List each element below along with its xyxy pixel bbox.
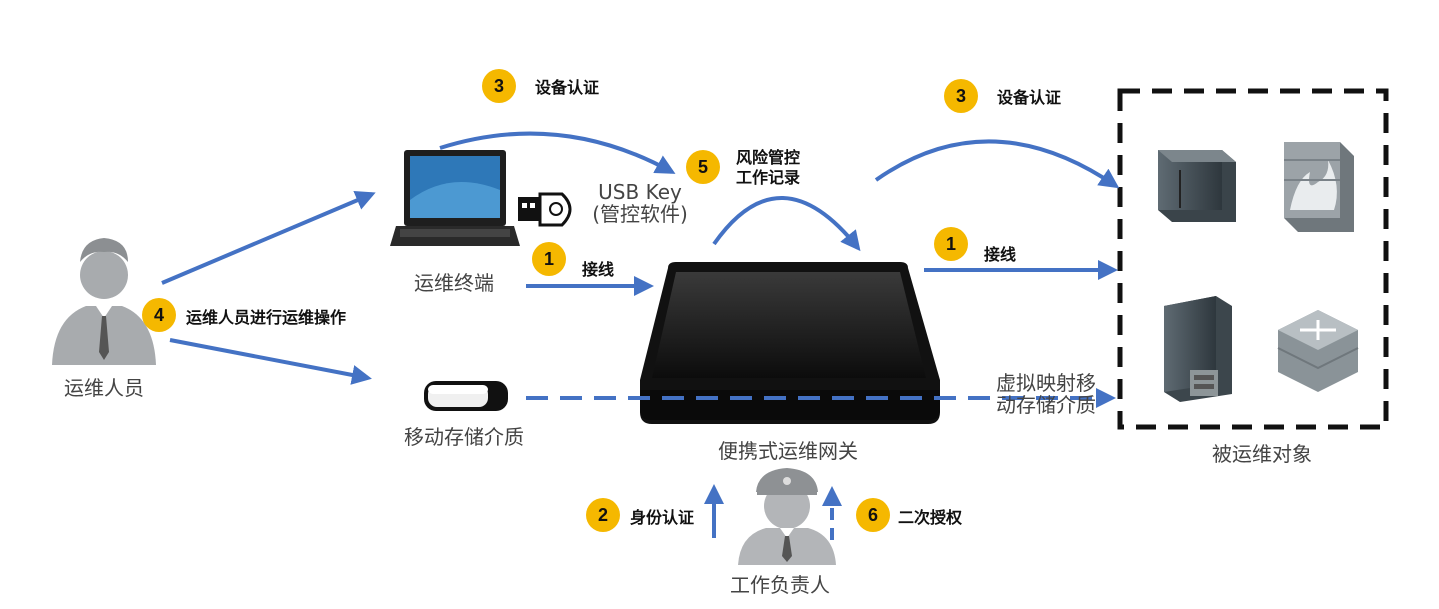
usb-stick-icon	[424, 381, 508, 411]
tower-server-icon	[1164, 296, 1232, 402]
step-badge: 4	[142, 298, 176, 332]
targets-frame	[1117, 88, 1389, 430]
step-label: 设备认证	[997, 88, 1062, 107]
usb-key-icon	[518, 192, 572, 227]
step-label: 风险管控 工作记录	[736, 148, 800, 188]
step-label-line2: 工作记录	[736, 168, 801, 187]
removable-media-label: 移动存储介质	[404, 425, 524, 449]
step-badge: 6	[856, 498, 890, 532]
responsible-label: 工作负责人	[730, 573, 830, 597]
step-badge: 1	[934, 227, 968, 261]
step-label: 接线	[582, 260, 615, 279]
step-badge: 5	[686, 150, 720, 184]
server-icon	[1158, 150, 1236, 222]
gateway-device-icon	[640, 262, 940, 424]
laptop-icon	[390, 150, 520, 246]
step-label-line1: 风险管控	[736, 148, 801, 167]
step-label: 运维人员进行运维操作	[186, 308, 347, 327]
usb-key-label: USB Key (管控软件)	[590, 181, 690, 225]
usb-key-label-line1: USB Key	[598, 180, 682, 204]
step-label: 身份认证	[630, 508, 695, 527]
step-badge: 1	[532, 242, 566, 276]
person-icon	[52, 238, 156, 365]
targets-label: 被运维对象	[1212, 442, 1312, 466]
arrow-risk-control	[712, 196, 861, 252]
arrows	[161, 131, 1120, 540]
arrow-operator-to-terminal	[161, 191, 376, 285]
step-label: 二次授权	[898, 508, 963, 527]
step-badge: 3	[482, 69, 516, 103]
terminal-label: 运维终端	[414, 271, 494, 295]
virtual-map-label: 虚拟映射移 动存储介质	[996, 372, 1096, 416]
usb-key-label-line2: (管控软件)	[592, 202, 688, 226]
guard-person-icon	[738, 468, 836, 565]
virtual-map-label-line1: 虚拟映射移	[996, 371, 1096, 395]
arrow-operator-to-media	[169, 338, 372, 385]
arrow-gateway-auth	[874, 139, 1120, 189]
virtual-map-label-line2: 动存储介质	[996, 393, 1096, 417]
step-label: 接线	[984, 245, 1017, 264]
step-badge: 3	[944, 79, 978, 113]
firewall-icon	[1284, 142, 1354, 232]
operator-label: 运维人员	[64, 376, 144, 400]
arrow-terminal-auth	[439, 131, 676, 174]
step-label: 设备认证	[535, 78, 600, 97]
router-icon	[1277, 310, 1359, 392]
step-badge: 2	[586, 498, 620, 532]
gateway-label: 便携式运维网关	[718, 439, 858, 463]
